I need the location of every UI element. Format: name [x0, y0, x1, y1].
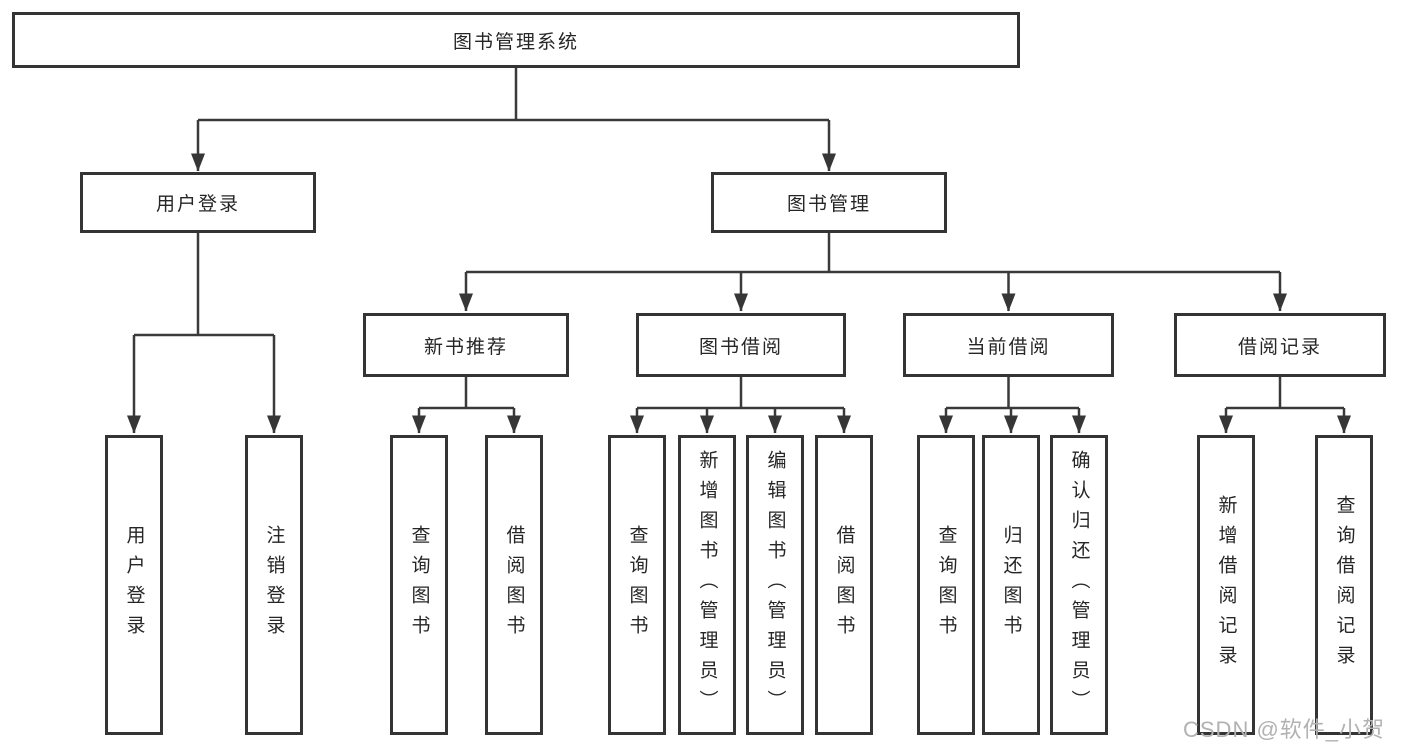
node-current-borrowing: 当前借阅	[903, 313, 1114, 377]
leaf-borrowing-borrow-books-label: 借阅图书	[833, 525, 855, 645]
leaf-records-add-record: 新增借阅记录	[1197, 435, 1255, 735]
leaf-recommend-query-books-label: 查询图书	[408, 525, 430, 645]
leaf-records-add-record-label: 新增借阅记录	[1215, 495, 1237, 675]
node-user-login: 用户登录	[80, 172, 316, 233]
leaf-logout: 注销登录	[245, 435, 303, 735]
leaf-recommend-query-books: 查询图书	[390, 435, 448, 735]
node-book-borrowing: 图书借阅	[636, 313, 846, 377]
leaf-user-login: 用户登录	[105, 435, 163, 735]
node-borrowing-records: 借阅记录	[1174, 313, 1386, 377]
leaf-borrowing-edit-books-admin: 编辑图书（管理员）	[746, 435, 804, 735]
leaf-user-login-label: 用户登录	[123, 525, 145, 645]
leaf-borrowing-borrow-books: 借阅图书	[815, 435, 873, 735]
leaf-recommend-borrow-books-label: 借阅图书	[503, 525, 525, 645]
leaf-borrowing-query-books: 查询图书	[608, 435, 666, 735]
node-book-management: 图书管理	[711, 172, 947, 233]
leaf-current-return-books-label: 归还图书	[1000, 525, 1022, 645]
leaf-logout-label: 注销登录	[263, 525, 285, 645]
leaf-records-query-record-label: 查询借阅记录	[1333, 495, 1355, 675]
node-new-book-recommendation: 新书推荐	[363, 313, 569, 377]
leaf-recommend-borrow-books: 借阅图书	[485, 435, 543, 735]
leaf-current-return-books: 归还图书	[982, 435, 1040, 735]
leaf-borrowing-add-books-admin-label: 新增图书（管理员）	[696, 450, 718, 720]
leaf-records-query-record: 查询借阅记录	[1315, 435, 1373, 735]
leaf-current-query-books-label: 查询图书	[935, 525, 957, 645]
leaf-current-confirm-return-admin-label: 确认归还（管理员）	[1068, 450, 1090, 720]
leaf-borrowing-add-books-admin: 新增图书（管理员）	[678, 435, 736, 735]
leaf-borrowing-query-books-label: 查询图书	[626, 525, 648, 645]
leaf-borrowing-edit-books-admin-label: 编辑图书（管理员）	[764, 450, 786, 720]
leaf-current-confirm-return-admin: 确认归还（管理员）	[1050, 435, 1108, 735]
node-book-management-system: 图书管理系统	[12, 12, 1020, 68]
leaf-current-query-books: 查询图书	[917, 435, 975, 735]
connector-tees	[134, 68, 1344, 410]
